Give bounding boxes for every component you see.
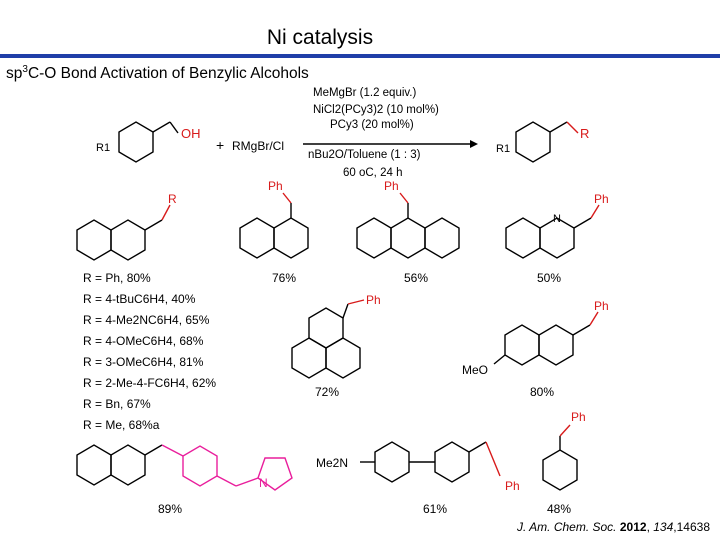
benzyl-ph: Ph bbox=[571, 410, 586, 424]
biphenyl-ph: Ph bbox=[505, 479, 520, 493]
meo-label: MeO bbox=[462, 363, 488, 377]
naphthyl-2-r: R bbox=[168, 192, 177, 206]
condition-4: nBu2O/Toluene (1 : 3) bbox=[308, 149, 421, 161]
benzyl-yield: 48% bbox=[547, 502, 571, 516]
condition-2: NiCl2(PCy3)2 (10 mol%) bbox=[313, 104, 439, 116]
quinoline-structure bbox=[505, 204, 600, 259]
naphthyl-yield-6: R = 2-Me-4-FC6H4, 62% bbox=[83, 376, 216, 390]
slide-subtitle: sp3C-O Bond Activation of Benzylic Alcoh… bbox=[6, 64, 309, 83]
biphenyl-yield: 61% bbox=[423, 502, 447, 516]
product-r: R bbox=[580, 126, 589, 141]
subtitle-rest: C-O Bond Activation of Benzylic Alcohols bbox=[27, 65, 309, 83]
naphthyl-yield-7: R = Bn, 67% bbox=[83, 397, 151, 411]
methoxynaphthyl-ph: Ph bbox=[594, 299, 609, 313]
naphthyl-yield-3: R = 4-Me2NC6H4, 65% bbox=[83, 313, 210, 327]
quinoline-n: N bbox=[553, 213, 561, 225]
pyrrole-n: N bbox=[259, 476, 268, 490]
naphthyl-yield-2: R = 4-tBuC6H4, 40% bbox=[83, 292, 196, 306]
condition-3: PCy3 (20 mol%) bbox=[330, 119, 414, 131]
quinoline-yield: 50% bbox=[537, 271, 561, 285]
naphthyl-yield-8: R = Me, 68%a bbox=[83, 418, 160, 432]
naphthyl-yield-4: R = 4-OMeC6H4, 68% bbox=[83, 334, 204, 348]
subtitle-sup: 3 bbox=[22, 64, 28, 75]
subtitle-prefix: sp bbox=[6, 65, 23, 83]
biphenyl-structure bbox=[360, 441, 501, 483]
product-r1: R1 bbox=[496, 143, 510, 155]
benzyl-structure bbox=[542, 424, 578, 491]
quinoline-ph: Ph bbox=[594, 192, 609, 206]
citation-journal: J. Am. Chem. Soc. bbox=[516, 520, 617, 534]
naphthyl-yield-1: R = Ph, 80% bbox=[83, 271, 151, 285]
anthracene-yield: 56% bbox=[404, 271, 428, 285]
pyrrole-yield: 89% bbox=[158, 502, 182, 516]
citation-page: 14638 bbox=[676, 520, 710, 534]
naphthyl-1-ph: Ph bbox=[268, 179, 283, 193]
product-structure bbox=[515, 121, 579, 163]
anthracene-ph: Ph bbox=[384, 179, 399, 193]
anthracene-structure bbox=[356, 192, 460, 259]
naphthyl-1-yield: 76% bbox=[272, 271, 296, 285]
naphthyl-1-structure bbox=[239, 192, 309, 259]
condition-1: MeMgBr (1.2 equiv.) bbox=[313, 87, 416, 99]
citation: J. Am. Chem. Soc. 2012, 134,14638 bbox=[516, 520, 710, 534]
citation-volume: 134 bbox=[653, 520, 674, 534]
methoxynaphthyl-structure bbox=[493, 311, 599, 366]
arrow-head bbox=[470, 140, 478, 148]
reactant-r1: R1 bbox=[96, 142, 110, 154]
naphthyl-2-structure bbox=[76, 204, 171, 261]
condition-5: 60 oC, 24 h bbox=[343, 167, 402, 179]
title-rule bbox=[0, 54, 720, 58]
plus-sign: + bbox=[216, 137, 224, 153]
phenanthrene-structure bbox=[291, 299, 365, 379]
phenanthrene-ph: Ph bbox=[366, 293, 381, 307]
citation-year: 2012 bbox=[619, 520, 647, 534]
phenanthrene-yield: 72% bbox=[315, 385, 339, 399]
grignard-reagent: RMgBr/Cl bbox=[232, 139, 284, 153]
methoxynaphthyl-yield: 80% bbox=[530, 385, 554, 399]
me2n-label: Me2N bbox=[316, 456, 348, 470]
oh-label: OH bbox=[181, 126, 201, 141]
naphthyl-yield-5: R = 3-OMeC6H4, 81% bbox=[83, 355, 204, 369]
reactant-benzyl-alcohol bbox=[118, 121, 179, 163]
pyrrole-structure bbox=[76, 444, 293, 491]
slide-title: Ni catalysis bbox=[266, 26, 374, 49]
